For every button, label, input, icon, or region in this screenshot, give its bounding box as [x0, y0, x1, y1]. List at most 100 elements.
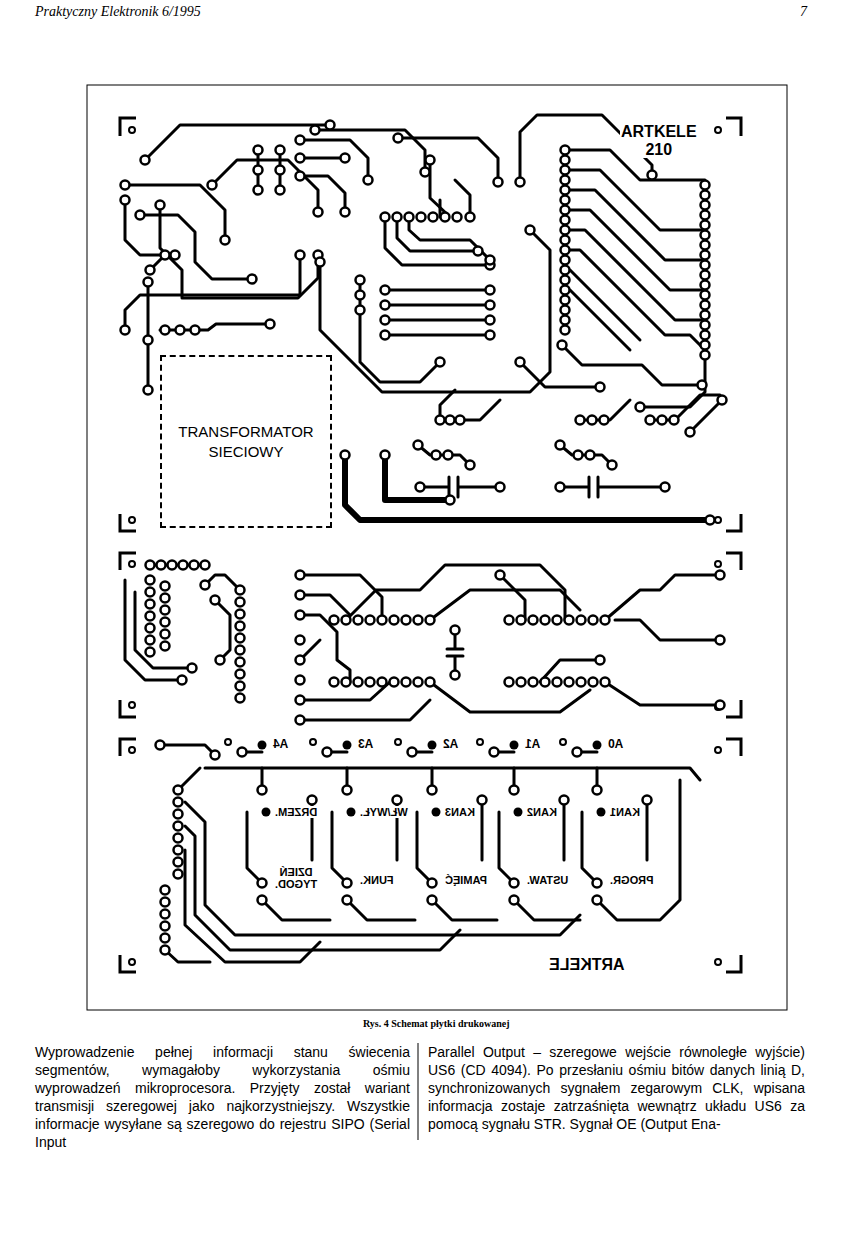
solder-pad	[310, 739, 316, 745]
solder-pad	[560, 796, 569, 805]
solder-pad	[706, 516, 715, 525]
solder-pad	[161, 630, 170, 639]
solder-pad	[436, 416, 445, 425]
solder-pad	[146, 648, 155, 657]
solder-pad	[561, 276, 570, 285]
pad-label: A0	[607, 738, 624, 751]
solder-pad	[171, 251, 180, 260]
solder-pad	[208, 181, 217, 190]
solder-pad	[179, 561, 188, 570]
solder-pad	[174, 798, 183, 807]
solder-pad	[168, 561, 177, 570]
solder-pad	[141, 156, 150, 165]
solder-pad	[541, 678, 550, 687]
solder-pad	[432, 808, 441, 817]
solder-pad	[121, 121, 727, 955]
solder-pad	[561, 166, 570, 175]
solder-pad	[670, 416, 679, 425]
copper-trace	[160, 745, 215, 755]
solder-pad	[477, 739, 483, 745]
solder-pad	[576, 416, 585, 425]
solder-pad	[593, 879, 602, 888]
solder-pad	[144, 336, 153, 345]
figure-frame	[87, 85, 787, 1010]
solder-pad	[486, 331, 495, 340]
solder-pad	[553, 678, 562, 687]
solder-pad	[561, 266, 570, 275]
solder-pad	[221, 236, 230, 245]
solder-pad	[466, 461, 475, 470]
corner-mark	[715, 561, 721, 567]
solder-pad	[556, 483, 565, 492]
solder-pad	[174, 786, 183, 795]
solder-pad	[236, 634, 245, 643]
solder-pad	[276, 186, 285, 195]
solder-pad	[296, 656, 305, 665]
solder-pad	[593, 786, 602, 795]
solder-pad	[561, 156, 570, 165]
solder-pad	[381, 213, 390, 222]
solder-pad	[136, 211, 145, 220]
solder-pad	[296, 172, 305, 181]
solder-pad	[517, 678, 526, 687]
copper-trace	[165, 950, 210, 962]
solder-pad	[201, 561, 210, 570]
solder-pad	[161, 934, 170, 943]
solder-pad	[405, 213, 414, 222]
copper-trace	[125, 185, 225, 240]
solder-pad	[561, 196, 570, 205]
solder-pad	[517, 616, 526, 625]
solder-pad	[601, 616, 610, 625]
solder-pad	[601, 678, 610, 687]
solder-pad	[426, 156, 435, 165]
solder-pad	[636, 403, 645, 412]
solder-pad	[236, 670, 245, 679]
solder-pad	[561, 186, 570, 195]
solder-pad	[258, 741, 267, 750]
solder-pad	[354, 678, 363, 687]
solder-pad	[161, 642, 170, 651]
solder-pad	[296, 636, 305, 645]
corner-mark	[120, 553, 136, 570]
copper-trace	[499, 768, 580, 920]
copper-trace	[409, 217, 490, 260]
solder-pad	[701, 321, 710, 330]
solder-pad	[342, 616, 351, 625]
solder-pad	[161, 946, 170, 955]
solder-pad	[157, 561, 166, 570]
solder-pad	[341, 208, 350, 217]
corner-mark	[129, 561, 135, 567]
solder-pad	[701, 201, 710, 210]
corner-mark	[715, 517, 721, 523]
solder-pad	[356, 306, 365, 315]
copper-trace	[570, 270, 640, 340]
solder-pad	[558, 341, 567, 350]
solder-pad	[161, 922, 170, 931]
solder-pad	[574, 451, 583, 460]
solder-pad	[426, 678, 435, 687]
copper-trace	[247, 768, 330, 920]
copper-trace	[125, 200, 175, 255]
solder-pad	[496, 483, 505, 492]
corner-mark	[726, 514, 741, 531]
copper-trace	[135, 592, 192, 668]
solder-pad	[648, 171, 657, 180]
solder-pad	[510, 879, 519, 888]
copper-trace	[570, 290, 630, 350]
copper-trace	[570, 250, 705, 350]
solder-pad	[428, 741, 437, 750]
solder-pad	[381, 301, 390, 310]
solder-pad	[176, 326, 185, 335]
solder-pad	[561, 256, 570, 265]
solder-pad	[510, 786, 519, 795]
copper-trace	[385, 319, 490, 322]
solder-pad	[466, 213, 475, 222]
copper-trace	[140, 215, 252, 279]
solder-pad	[402, 678, 411, 687]
corner-mark	[726, 700, 741, 717]
ground-trace	[345, 455, 710, 520]
solder-pad	[701, 281, 710, 290]
solder-pad	[414, 441, 423, 450]
solder-pad	[608, 461, 617, 470]
